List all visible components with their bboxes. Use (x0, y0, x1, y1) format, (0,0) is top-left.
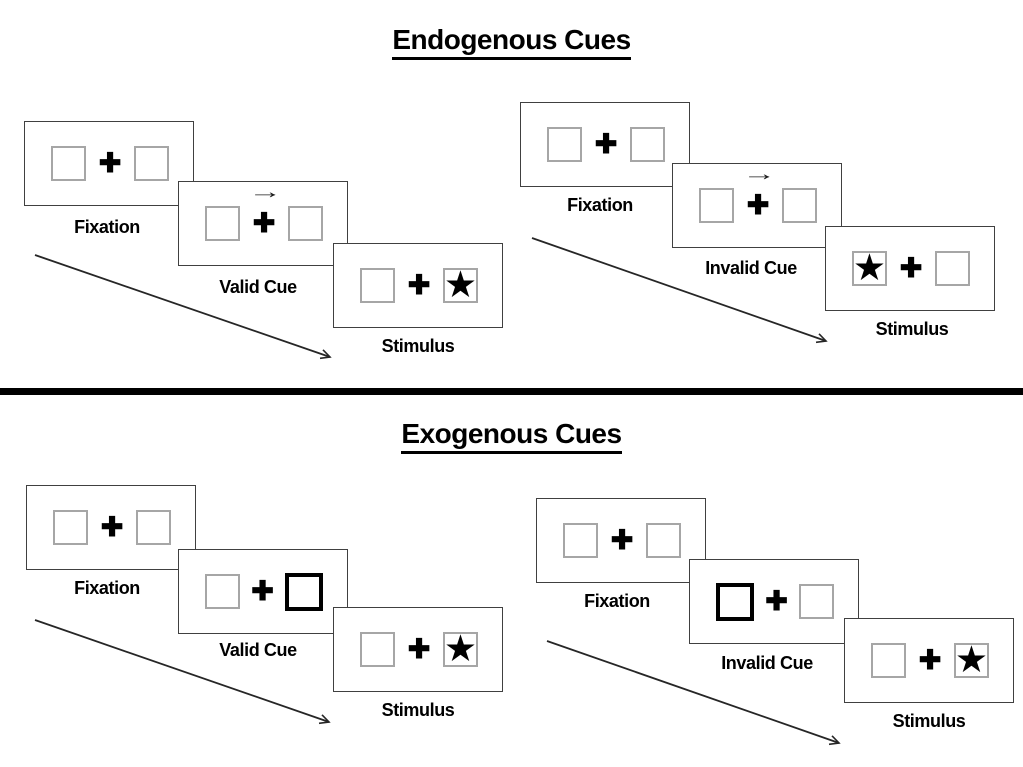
timeline-arrow-endogenous-valid (34, 254, 330, 357)
left-box (205, 574, 240, 609)
fixation-panel: ✚ (536, 498, 706, 583)
right-box (935, 251, 970, 286)
valid-cue-panel: → ✚ (178, 181, 348, 266)
right-box (630, 127, 665, 162)
timeline-arrow-exogenous-valid (34, 619, 329, 722)
valid-cue-panel: ✚ (178, 549, 348, 634)
right-box-with-star: ★ (954, 638, 989, 680)
fixation-cross-icon: ✚ (251, 576, 274, 606)
fixation-panel: ✚ (520, 102, 690, 187)
left-box (205, 206, 240, 241)
fixation-panel: ✚ (24, 121, 194, 206)
star-target-icon: ★ (954, 638, 989, 680)
right-box (136, 510, 171, 545)
fixation-cross-icon: ✚ (765, 586, 788, 616)
left-box (53, 510, 88, 545)
fixation-cross-icon: ✚ (98, 148, 122, 178)
timeline-arrow-endogenous-invalid (531, 237, 826, 341)
right-box (799, 584, 834, 619)
panel-label: Stimulus (875, 319, 949, 339)
fixation-cross-icon: ✚ (746, 190, 770, 220)
panel-label: Valid Cue (219, 640, 297, 660)
cue-center: → ✚ (248, 183, 282, 238)
fixation-cross-icon: ✚ (100, 512, 124, 542)
left-box (563, 523, 598, 558)
panel-label: Fixation (74, 578, 140, 598)
stimulus-panel: ✚ ★ (333, 243, 503, 328)
left-box (360, 632, 395, 667)
right-box (288, 206, 323, 241)
right-box (782, 188, 817, 223)
panel-label: Fixation (584, 591, 650, 611)
fixation-cross-icon: ✚ (610, 525, 634, 555)
fixation-cross-icon: ✚ (899, 253, 923, 283)
left-box (360, 268, 395, 303)
fixation-panel: ✚ (26, 485, 196, 570)
left-box (871, 643, 906, 678)
right-box (134, 146, 169, 181)
fixation-cross-icon: ✚ (252, 208, 276, 238)
panel-label: Invalid Cue (705, 258, 797, 278)
invalid-cue-panel: ✚ (689, 559, 859, 644)
star-target-icon: ★ (443, 627, 478, 669)
section-title-endogenous: Endogenous Cues (0, 24, 1023, 60)
section-title-exogenous: Exogenous Cues (0, 418, 1023, 454)
star-target-icon: ★ (852, 246, 887, 288)
fixation-cross-icon: ✚ (594, 129, 618, 159)
right-box-highlighted (285, 572, 323, 611)
star-target-icon: ★ (443, 263, 478, 305)
panel-label: Stimulus (892, 711, 966, 731)
fixation-cross-icon: ✚ (407, 270, 431, 300)
stimulus-panel: ✚ ★ (333, 607, 503, 692)
cue-center: → ✚ (742, 165, 776, 220)
panel-label: Fixation (74, 217, 140, 237)
left-box (547, 127, 582, 162)
cue-arrow-icon: → (741, 164, 776, 185)
left-box (699, 188, 734, 223)
panel-label: Invalid Cue (721, 653, 813, 673)
panel-label: Fixation (567, 195, 633, 215)
stimulus-panel: ★ ✚ (825, 226, 995, 311)
section-divider (0, 388, 1023, 395)
fixation-cross-icon: ✚ (407, 634, 431, 664)
panel-label: Valid Cue (219, 277, 297, 297)
left-box (51, 146, 86, 181)
right-box-with-star: ★ (443, 263, 478, 305)
panel-label: Stimulus (381, 336, 455, 356)
invalid-cue-panel: → ✚ (672, 163, 842, 248)
right-box (646, 523, 681, 558)
stimulus-panel: ✚ ★ (844, 618, 1014, 703)
left-box-with-star: ★ (852, 246, 887, 288)
left-box-highlighted (716, 582, 754, 621)
right-box-with-star: ★ (443, 627, 478, 669)
panel-label: Stimulus (381, 700, 455, 720)
fixation-cross-icon: ✚ (918, 645, 942, 675)
cue-arrow-icon: → (247, 182, 282, 203)
